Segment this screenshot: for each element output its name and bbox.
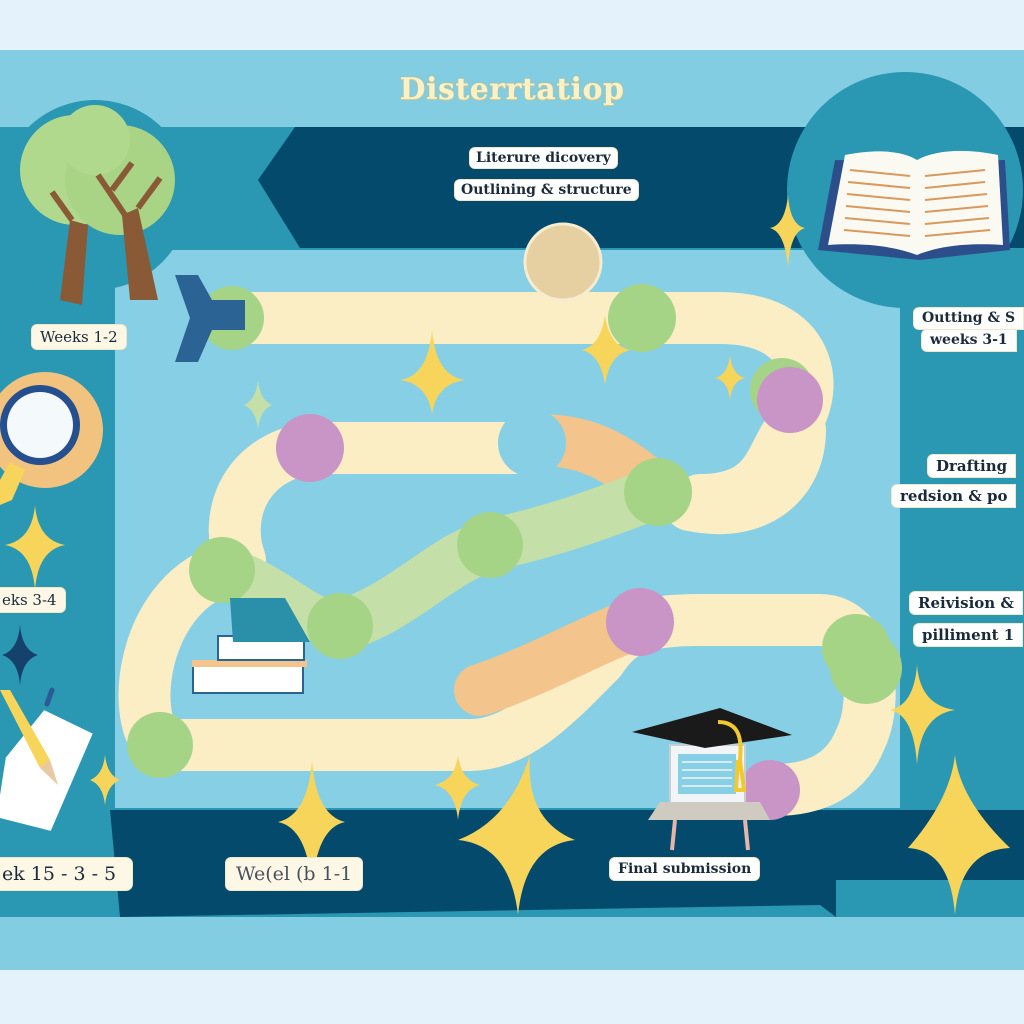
sparkles <box>2 195 1010 915</box>
open-book-icon <box>787 72 1023 308</box>
milestone-node[interactable] <box>127 712 193 778</box>
sparkle-icon <box>715 355 745 400</box>
right-label-polishment: pilliment 1 <box>914 624 1023 646</box>
milestone-node[interactable] <box>608 284 676 352</box>
left-label-weeks-15: ek 15 - 3 - 5 <box>0 858 132 890</box>
sparkle-icon <box>400 330 465 415</box>
sparkle-icon <box>5 505 65 590</box>
sparkle-icon <box>582 315 630 385</box>
milestone-node[interactable] <box>757 367 823 433</box>
left-label-weeks-1-2: Weeks 1-2 <box>32 325 126 349</box>
milestone-node[interactable] <box>830 632 902 704</box>
sparkle-icon <box>908 755 1010 915</box>
magnifying-glass-icon <box>0 372 103 505</box>
bottom-label-final-submission: Final submission <box>610 858 760 880</box>
left-label-weeks-3-4: eks 3-4 <box>0 588 65 612</box>
right-label-weeks: weeks 3-1 <box>922 330 1016 351</box>
footer-banner-bg <box>110 810 1024 917</box>
sparkle-icon <box>90 755 120 805</box>
milestone-node[interactable] <box>189 537 255 603</box>
right-label-outlining: Outting & S <box>914 308 1024 329</box>
start-marker-icon <box>175 275 245 362</box>
sparkle-icon <box>435 755 480 820</box>
page-title: Disterrtatiop <box>399 72 625 107</box>
header-label-outlining: Outlining & structure <box>455 180 638 200</box>
milestone-node[interactable] <box>498 409 566 477</box>
sparkle-icon <box>890 665 955 765</box>
pencil-paper-icon <box>0 687 93 831</box>
sparkle-icon <box>278 760 345 890</box>
milestone-node[interactable] <box>624 458 692 526</box>
right-label-revision: Reivision & <box>910 592 1022 614</box>
sparkle-icon <box>244 380 272 430</box>
milestone-node[interactable] <box>276 414 344 482</box>
milestone-node[interactable] <box>606 588 674 656</box>
sparkle-icon <box>2 625 38 685</box>
sparkle-icon <box>458 755 575 915</box>
graduation-laptop-icon <box>632 708 792 851</box>
book-stack-icon <box>192 598 310 694</box>
header-label-literature: Literure dicovery <box>470 148 617 168</box>
milestone-node[interactable] <box>457 512 523 578</box>
milestone-node[interactable] <box>523 222 603 302</box>
tree-icon <box>0 100 190 305</box>
bottom-label-weeks: We(el (b 1-1 <box>226 858 363 890</box>
sparkle-icon <box>770 195 805 268</box>
milestone-node[interactable] <box>307 593 373 659</box>
right-label-drafting: Drafting <box>928 455 1016 477</box>
right-label-revision-polish: redsion & po <box>892 485 1016 507</box>
